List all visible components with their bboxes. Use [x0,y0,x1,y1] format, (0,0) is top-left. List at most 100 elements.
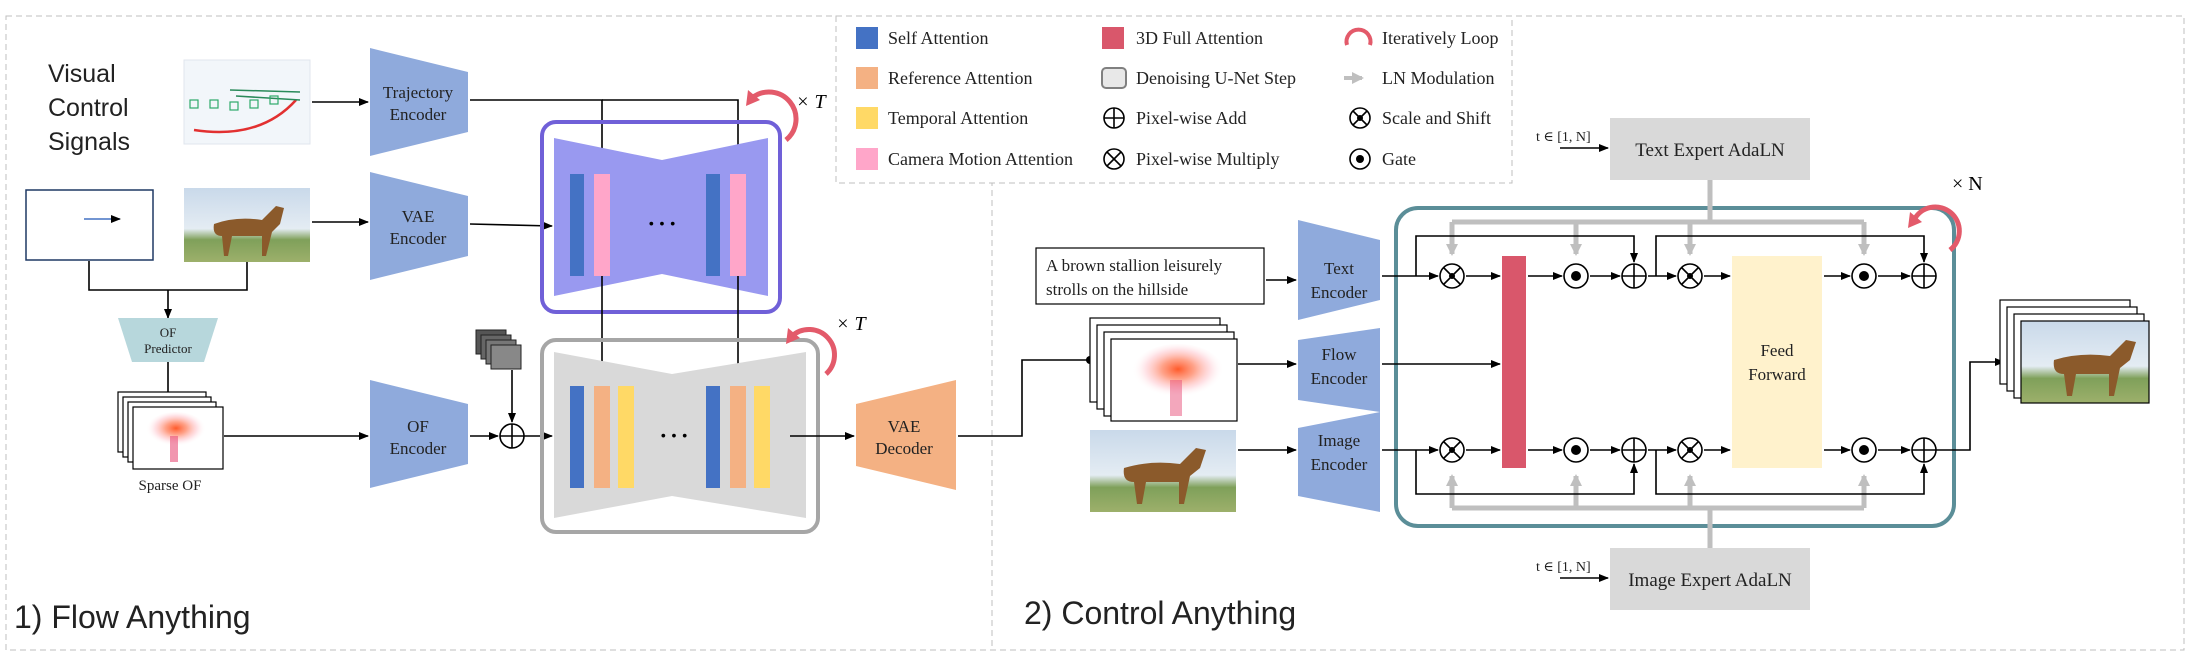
feed-forward-block [1732,256,1822,468]
legend-label: Reference Attention [888,68,1032,88]
legend-label: Pixel-wise Add [1136,108,1247,128]
text-encoder-label: Encoder [1311,283,1368,302]
text-expert-label: Text Expert AdaLN [1635,140,1785,161]
image-expert-label: Image Expert AdaLN [1628,570,1792,591]
noise-stack [475,329,522,370]
horse-image-input [184,188,310,262]
self-attention-block [570,174,584,276]
add-icon [1911,437,1937,463]
outer-frame [5,15,2185,651]
add-icon [1621,263,1647,289]
gate-icon [1563,263,1589,289]
add-icon [499,423,525,449]
temporal-attention-swatch [856,107,878,129]
self-attention-swatch [856,27,878,49]
text-encoder-block [1298,220,1380,320]
scale-shift-icon [1439,263,1465,289]
vae-encoder-label: VAE [402,207,435,226]
camera-motion-attention-block [594,174,610,276]
flow-encoder-label: Flow [1322,345,1358,364]
control-anything-section: A brown stallion leisurely strolls on th… [1024,118,2150,631]
t-range-label: t ∈ [1, N] [1536,130,1591,145]
vae-decoder-block [856,380,956,490]
svg-text:Signals: Signals [48,128,130,156]
scale-shift-icon [1349,107,1371,129]
self-attention-block [706,174,720,276]
loop-label: × T [836,313,867,335]
reference-attention-block [730,386,746,488]
loop-label: × N [1952,173,1983,195]
multiply-icon [1103,148,1125,170]
flow-video-stack [1089,317,1238,422]
loop-label: × T [796,91,827,113]
transformer-block-frame [1394,206,1956,528]
add-icon [1103,107,1125,129]
image-encoder-block [1298,412,1380,512]
reference-unet-frame [540,120,782,314]
of-predictor-label: Predictor [144,341,192,356]
feed-forward-label: Feed [1760,341,1794,360]
sparse-of-label: Sparse OF [139,478,202,494]
text-expert-adaln-block [1610,118,1810,180]
flow-encoder-block [1298,328,1380,412]
feed-forward-label: Forward [1748,365,1806,384]
flow-encoder-label: Encoder [1311,369,1368,388]
svg-text:Visual: Visual [48,60,116,88]
vae-decoder-label: VAE [888,417,921,436]
camera-motion-attention-swatch [856,148,878,170]
gate-icon [1851,263,1877,289]
of-encoder-block [370,380,468,488]
temporal-attention-block [618,386,634,488]
reference-attention-swatch [856,67,878,89]
horse-image-reference [1090,430,1236,512]
t-range-label: t ∈ [1, N] [1536,560,1591,575]
self-attention-block [570,386,584,488]
legend-label: LN Modulation [1382,68,1495,88]
legend-label: Temporal Attention [888,108,1028,128]
full-3d-attention-block [1502,256,1526,468]
full-3d-attention-swatch [1102,27,1124,49]
legend-label: Scale and Shift [1382,108,1491,128]
loop-icon [1344,27,1373,46]
section-label-flow-anything: 1) Flow Anything [14,599,251,635]
legend-label: Denoising U-Net Step [1136,68,1296,88]
add-icon [1911,263,1937,289]
vae-decoder-label: Decoder [875,439,933,458]
of-encoder-label: OF [407,417,429,436]
add-icon [1621,437,1647,463]
of-predictor-block [118,318,218,362]
section-label-control-anything: 2) Control Anything [1024,595,1296,631]
temporal-attention-block [754,386,770,488]
vae-encoder-label: Encoder [390,229,447,248]
trajectory-image [183,59,311,145]
svg-text:Control: Control [48,94,129,122]
legend-label: Self Attention [888,28,989,48]
trajectory-encoder-label: Encoder [390,105,447,124]
loop-icon [1911,204,1962,252]
prompt-box [1035,247,1265,305]
scale-shift-icon [1439,437,1465,463]
trajectory-encoder-label: Trajectory [383,83,454,102]
flow-anything-section: Visual Control Signals [14,48,1094,635]
visual-control-signals-label: Visual Control Signals [48,60,130,156]
text-encoder-label: Text [1324,259,1354,278]
legend-label: Pixel-wise Multiply [1136,149,1280,169]
loop-icon [750,89,799,142]
legend-label: Iteratively Loop [1382,28,1498,48]
sparse-of-stack [117,391,224,470]
of-predictor-label: OF [160,325,177,340]
legend: Self Attention Reference Attention Tempo… [835,15,1513,184]
prompt-text: A brown stallion leisurely [1046,256,1223,275]
vae-encoder-block [370,172,468,280]
legend-box [835,15,1513,184]
legend-label: Gate [1382,149,1416,169]
scale-shift-icon [1677,263,1703,289]
image-expert-adaln-block [1610,548,1810,610]
self-attention-block [706,386,720,488]
camera-motion-attention-block [730,174,746,276]
ellipsis: ··· [658,417,690,453]
scale-shift-icon [1677,437,1703,463]
unet-step-swatch [1101,67,1127,89]
image-encoder-label: Image [1318,431,1360,450]
